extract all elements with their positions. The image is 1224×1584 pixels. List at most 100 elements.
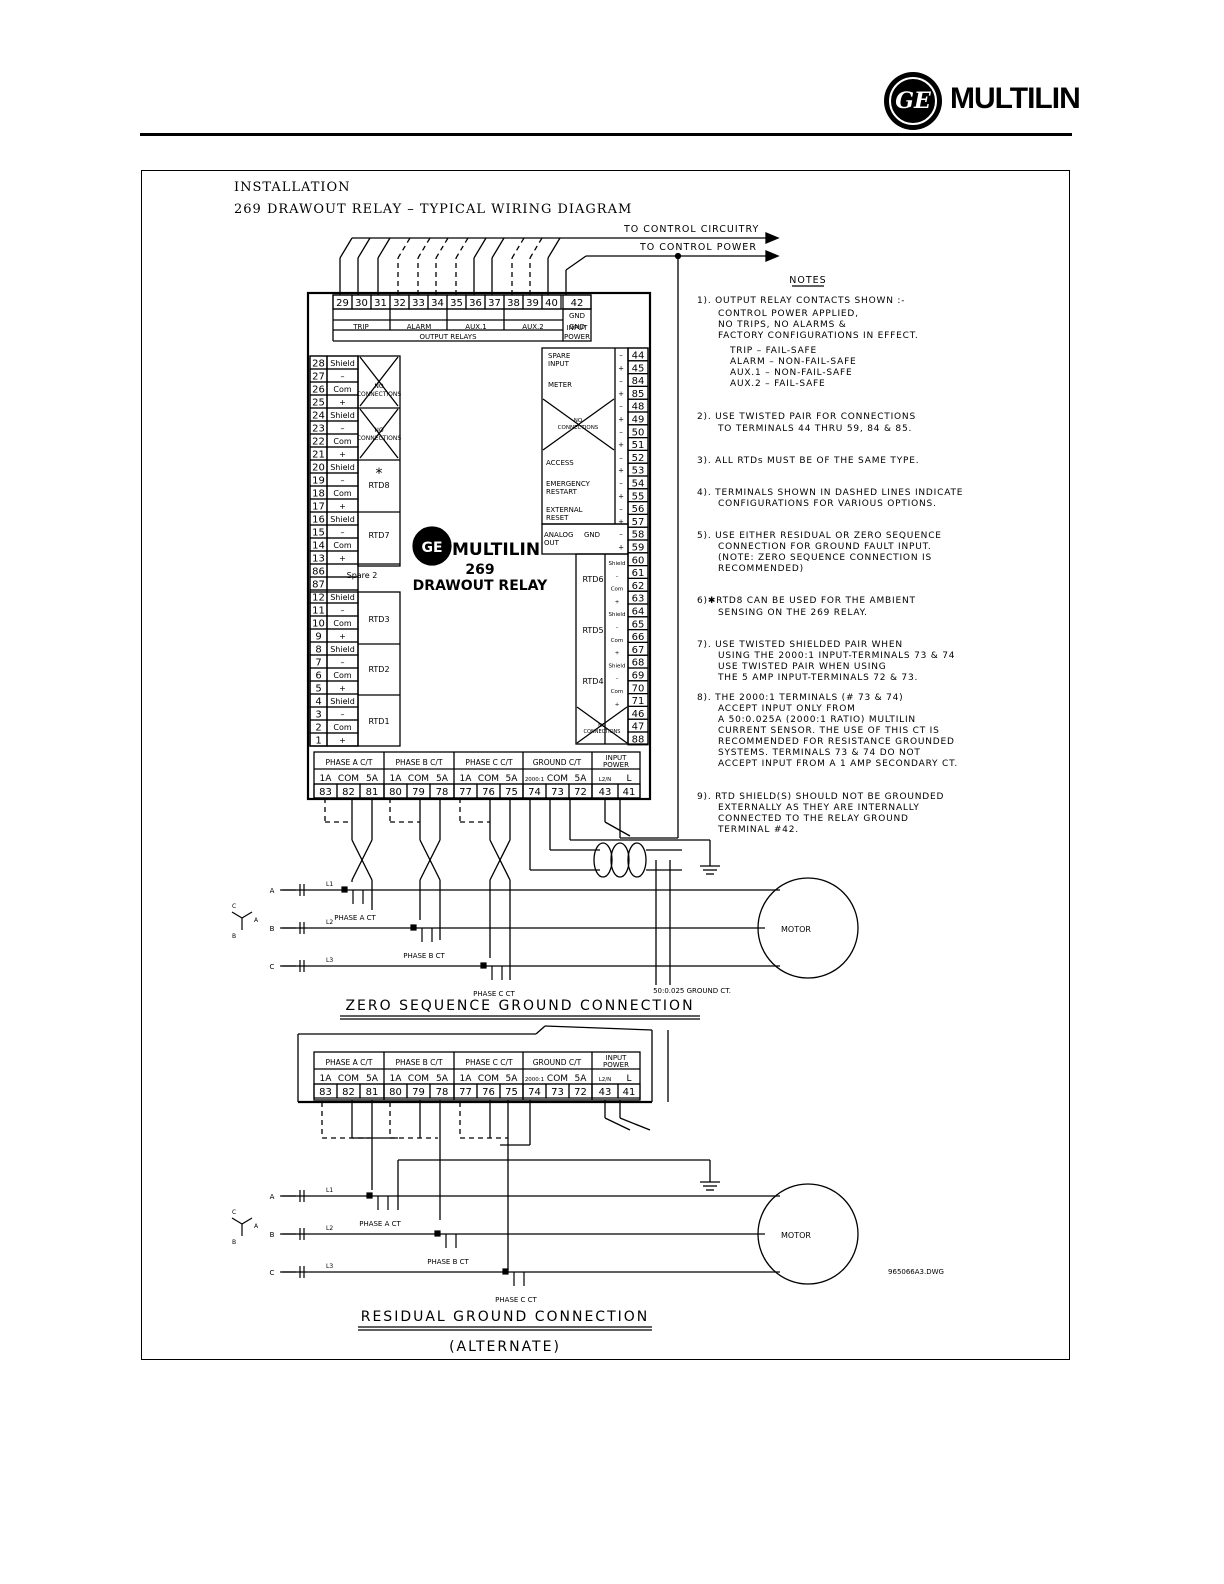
arrow-label-control-circuitry: TO CONTROL CIRCUITRY — [623, 224, 759, 235]
ct-sub-label: 5A — [366, 774, 379, 784]
ct-sub-label: 2000:1 — [525, 777, 544, 783]
terminal-number: 59 — [632, 543, 645, 554]
terminal-number: 18 — [312, 489, 325, 500]
terminal-number: 13 — [312, 554, 325, 565]
terminal-number: 15 — [312, 528, 325, 539]
terminal-label: Shield — [330, 697, 355, 706]
ct-sub-label: COM — [408, 1074, 429, 1084]
terminal-number: 35 — [450, 298, 463, 309]
terminal-label: + — [615, 702, 620, 708]
terminal-right-88 — [627, 731, 649, 746]
terminal-number: 12 — [312, 593, 325, 604]
note-line: EXTERNALLY AS THEY ARE INTERNALLY — [718, 803, 920, 813]
note-line: RECOMMENDED) — [718, 564, 804, 574]
group-label-spare2: Spare 2 — [347, 571, 378, 580]
note-line: SENSING ON THE 269 RELAY. — [718, 608, 868, 618]
ct-sub-label: L — [626, 1074, 631, 1084]
terminal-number: 24 — [312, 411, 325, 422]
note-line: TRIP – FAIL-SAFE — [729, 346, 817, 356]
terminal-number: 78 — [436, 1087, 449, 1098]
note-line: CONNECTED TO THE RELAY GROUND — [718, 814, 909, 824]
group-label: GROUND C/T — [533, 1058, 582, 1067]
group-label-spare-input: SPARE — [548, 352, 570, 360]
terminal-number: 81 — [366, 787, 379, 798]
zero-seq-title: ZERO SEQUENCE GROUND CONNECTION — [345, 998, 694, 1014]
line-label: L3 — [326, 1263, 333, 1270]
group-label: NO — [374, 383, 383, 390]
terminal-number: 14 — [312, 541, 325, 552]
note-line: ACCEPT INPUT FROM A 1 AMP SECONDARY CT. — [718, 759, 958, 769]
group-label: PHASE C C/T — [465, 758, 513, 767]
terminal-label: – — [341, 476, 345, 485]
terminal-label: Shield — [330, 463, 355, 472]
group-label-emergency: RESTART — [546, 488, 578, 496]
note-line: USING THE 2000:1 INPUT-TERMINALS 73 & 74 — [718, 651, 955, 661]
terminal-label: + — [339, 684, 346, 693]
terminal-label: Com — [333, 723, 351, 732]
note-line: (NOTE: ZERO SEQUENCE CONNECTION IS — [718, 553, 932, 563]
group-label-gnd: GND — [584, 531, 600, 539]
gnd-label: GND — [569, 312, 585, 320]
terminal-label: Com — [611, 587, 624, 593]
group-label: INPUT — [606, 754, 628, 762]
group-label: NO — [574, 418, 583, 424]
relay-group-label: TRIP — [352, 323, 368, 331]
terminal-number: 28 — [312, 359, 325, 370]
residual-title: RESIDUAL GROUND CONNECTION — [361, 1309, 650, 1325]
terminal-number: 16 — [312, 515, 325, 526]
terminal-polarity: – — [619, 352, 623, 360]
wye-label: A — [254, 1223, 259, 1230]
terminal-label: Com — [333, 619, 351, 628]
terminal-number: 41 — [623, 1087, 636, 1098]
phase-label: A — [270, 1193, 275, 1201]
wye-arm — [231, 911, 243, 919]
ct-sub-label: 2000:1 — [525, 1077, 544, 1083]
relay-model: 269 — [465, 562, 494, 578]
zs-terminal-41 — [617, 783, 641, 799]
terminal-number: 65 — [632, 619, 645, 630]
terminal-number: 64 — [632, 607, 645, 618]
terminal-number: 26 — [312, 385, 325, 396]
terminal-number: 87 — [312, 580, 325, 591]
group-label-emergency: EMERGENCY — [546, 480, 591, 488]
terminal-polarity: + — [618, 518, 624, 526]
group-label: CONNECTIONS — [558, 425, 599, 431]
terminal-label: + — [339, 554, 346, 563]
terminal-number: 3 — [315, 710, 321, 721]
relay-group-label: AUX.1 — [465, 323, 486, 331]
note-line: 9). RTD SHIELD(S) SHOULD NOT BE GROUNDED — [697, 792, 944, 802]
group-label-spare-input: INPUT — [548, 360, 570, 368]
ct-sub-label: 5A — [506, 1074, 519, 1084]
terminal-number: 58 — [632, 530, 645, 541]
group-label: NO — [598, 723, 606, 729]
diagram-frame — [141, 170, 1070, 1360]
terminal-label: Shield — [609, 561, 626, 567]
terminal-top-42 — [562, 294, 592, 310]
terminal-polarity: + — [618, 492, 624, 500]
terminal-label: – — [616, 625, 619, 631]
terminal-label: – — [341, 606, 345, 615]
ct-polarity-mark — [434, 1230, 441, 1237]
terminal-number: 48 — [632, 402, 645, 413]
note-line: 7). USE TWISTED SHIELDED PAIR WHEN — [697, 640, 903, 650]
note-line: CONFIGURATIONS FOR VARIOUS OPTIONS. — [718, 499, 937, 509]
terminal-number: 47 — [632, 722, 645, 733]
note-line: ALARM – NON-FAIL-SAFE — [730, 357, 857, 367]
terminal-number: 23 — [312, 424, 325, 435]
group-label: PHASE B C/T — [395, 758, 442, 767]
relay-group-label: ALARM — [407, 323, 432, 331]
terminal-number: 8 — [315, 645, 321, 656]
terminal-number: 33 — [412, 298, 425, 309]
note-line: CONNECTION FOR GROUND FAULT INPUT. — [718, 542, 932, 552]
note-line: FACTORY CONFIGURATIONS IN EFFECT. — [718, 331, 919, 341]
terminal-number: 11 — [312, 606, 325, 617]
terminal-number: 1 — [315, 736, 321, 747]
terminal-number: 30 — [355, 298, 368, 309]
ct-sub-label: 1A — [460, 774, 473, 784]
relay-name: DRAWOUT RELAY — [413, 578, 549, 594]
terminal-label: Com — [333, 671, 351, 680]
terminal-number: 57 — [632, 517, 645, 528]
group-label-rtd8: RTD8 — [368, 481, 389, 490]
terminal-number: 70 — [632, 683, 645, 694]
terminal-number: 46 — [632, 709, 645, 720]
